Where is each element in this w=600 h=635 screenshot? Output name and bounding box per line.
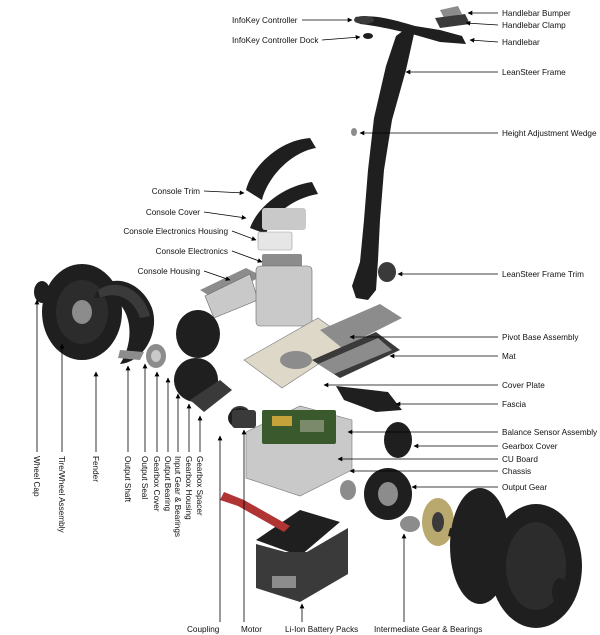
label-li-ion-battery-packs: Li-Ion Battery Packs bbox=[285, 625, 358, 634]
label-console-housing: Console Housing bbox=[138, 267, 201, 276]
label-input-gear-bearings: Input Gear & Bearings bbox=[173, 456, 182, 537]
pivot-base-illustration bbox=[243, 304, 402, 389]
chassis-illustration bbox=[245, 386, 412, 497]
label-mat: Mat bbox=[502, 352, 516, 361]
label-handlebar-clamp: Handlebar Clamp bbox=[502, 21, 566, 30]
label-intermediate-gear-bearings: Intermediate Gear & Bearings bbox=[374, 625, 482, 634]
label-chassis: Chassis bbox=[502, 467, 531, 476]
label-output-shaft: Output Shaft bbox=[123, 456, 132, 503]
label-console-cover: Console Cover bbox=[146, 208, 200, 217]
label-gearbox-housing: Gearbox Housing bbox=[184, 456, 193, 520]
label-wheel-cap: Wheel Cap bbox=[32, 456, 41, 497]
label-gearbox-cover: Gearbox Cover bbox=[502, 442, 558, 451]
label-fascia: Fascia bbox=[502, 400, 527, 409]
left-wheel-illustration bbox=[34, 264, 166, 368]
label-tire-wheel-assembly: Tire/Wheel Assembly bbox=[57, 456, 66, 533]
label-output-bearing: Output Bearing bbox=[163, 456, 172, 512]
label-cu-board: CU Board bbox=[502, 455, 538, 464]
label-leansteer-frame-trim: LeanSteer Frame Trim bbox=[502, 270, 584, 279]
label-console-electronics: Console Electronics bbox=[156, 247, 228, 256]
label-infokey-controller: InfoKey Controller bbox=[232, 16, 298, 25]
label-pivot-base-assembly: Pivot Base Assembly bbox=[502, 333, 579, 342]
handlebar-illustration bbox=[354, 6, 470, 44]
label-infokey-controller-dock: InfoKey Controller Dock bbox=[232, 36, 319, 45]
label-handlebar-bumper: Handlebar Bumper bbox=[502, 9, 571, 18]
label-output-seal: Output Seal bbox=[140, 456, 149, 499]
label-fender: Fender bbox=[91, 456, 100, 482]
console-illustration bbox=[200, 138, 318, 327]
label-gearbox-cover-left: Gearbox Cover bbox=[152, 456, 161, 512]
label-motor: Motor bbox=[241, 625, 262, 634]
gearbox-left-illustration bbox=[174, 310, 250, 422]
label-output-gear: Output Gear bbox=[502, 483, 547, 492]
label-cover-plate: Cover Plate bbox=[502, 381, 545, 390]
label-height-adjustment-wedge: Height Adjustment Wedge bbox=[502, 129, 597, 138]
motor-illustration bbox=[220, 408, 356, 532]
label-gearbox-spacer: Gearbox Spacer bbox=[195, 456, 204, 516]
battery-illustration bbox=[256, 510, 348, 602]
leansteer-frame-illustration bbox=[351, 30, 414, 300]
label-leansteer-frame: LeanSteer Frame bbox=[502, 68, 566, 77]
callout-lines bbox=[34, 10, 499, 622]
label-console-trim: Console Trim bbox=[152, 187, 200, 196]
label-handlebar: Handlebar bbox=[502, 38, 540, 47]
label-balance-sensor-assembly: Balance Sensor Assembly bbox=[502, 428, 598, 437]
right-wheel-illustration bbox=[450, 488, 582, 628]
label-console-electronics-housing: Console Electronics Housing bbox=[123, 227, 228, 236]
label-coupling: Coupling bbox=[187, 625, 220, 634]
